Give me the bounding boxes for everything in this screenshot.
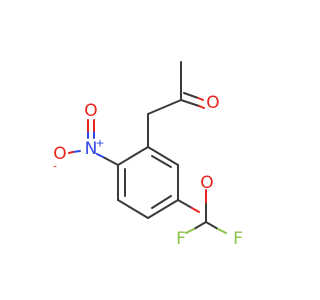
- bond-carbonyl-oxygen-c: [183, 92, 199, 99]
- ring-bond-1: [147, 146, 179, 166]
- bond-ring-ether-b: [191, 207, 200, 213]
- molecule-diagram: O N + O O - O F F: [53, 61, 243, 249]
- fluorine-right-label: F: [233, 229, 243, 249]
- bond-nitro-oxygen-single-b: [68, 151, 74, 154]
- fluorine-left-label: F: [176, 229, 186, 249]
- nitro-oxygen-single-label: O: [53, 144, 66, 164]
- ring-inner-bond-b: [151, 195, 172, 209]
- nitro-oxygen-single-charge: -: [53, 160, 57, 173]
- bond-carbon-fluorine-right-b: [217, 228, 227, 234]
- bond-carbon-fluorine-left-a: [193, 221, 207, 230]
- bond-ring-nitro-a: [102, 156, 119, 166]
- ring-bond-3: [147, 199, 179, 219]
- bond-carbonyl-oxygen-b: [198, 105, 205, 109]
- bond-nitro-oxygen-single-a: [72, 150, 81, 153]
- bond-ring-ether-a: [177, 199, 193, 209]
- bond-carbon-fluorine-left-b: [185, 228, 195, 234]
- ring-bond-6: [117, 146, 149, 166]
- bond-carbon-fluorine-right-a: [205, 221, 219, 230]
- bond-carbonyl-oxygen-a: [180, 99, 200, 107]
- ring-bond-4: [117, 199, 149, 219]
- carbonyl-oxygen-label: O: [206, 93, 219, 113]
- nitro-nitrogen-charge: +: [95, 137, 104, 150]
- nitro-nitrogen-label: N: [85, 139, 98, 159]
- ring-inner-bond-a: [151, 155, 172, 168]
- nitro-oxygen-double-label: O: [84, 101, 97, 121]
- bond-ch2-carbonyl: [147, 99, 182, 115]
- bond-ring-nitro-b: [96, 153, 104, 158]
- bond-carbonyl-oxygen-d: [197, 97, 204, 101]
- ether-oxygen-label: O: [200, 173, 213, 193]
